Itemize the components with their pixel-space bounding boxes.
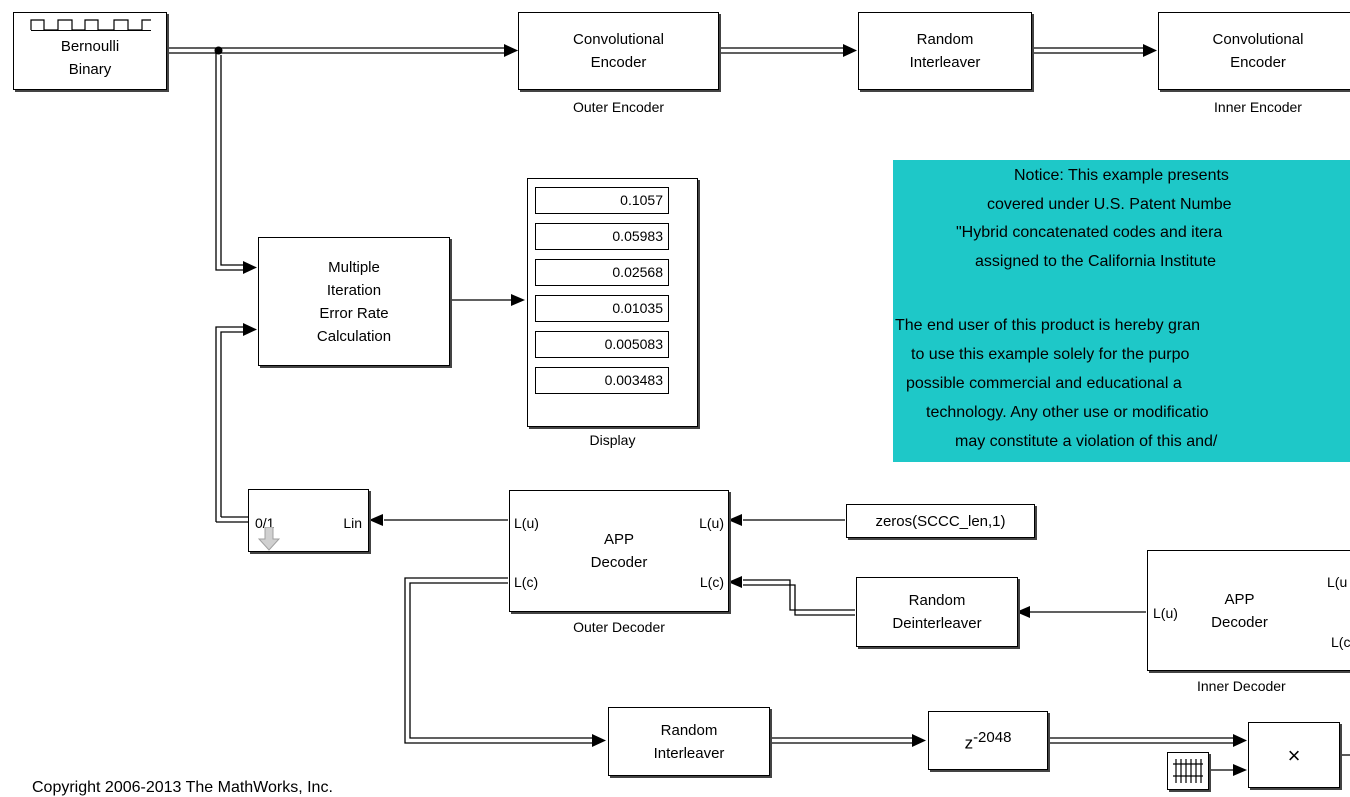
bernoulli-binary-block[interactable]: Bernoulli Binary <box>13 12 167 90</box>
display-value: 0.01035 <box>535 295 669 322</box>
block-text: Bernoulli <box>60 38 120 55</box>
product-block[interactable]: × <box>1248 722 1340 788</box>
outer-decoder-label: Outer Decoder <box>573 619 665 635</box>
inner-encoder-block[interactable]: Convolutional Encoder <box>1158 12 1350 90</box>
down-arrow-icon <box>258 527 280 551</box>
matrix-source-icon <box>1173 759 1203 783</box>
notice-line: assigned to the California Institute <box>975 253 1217 270</box>
output-port-lc: L(c) <box>699 574 724 590</box>
random-deinterleaver-block[interactable]: Random Deinterleaver <box>856 577 1018 647</box>
signal-source-block[interactable] <box>1167 752 1209 790</box>
block-text: Random <box>916 31 974 48</box>
notice-line: may constitute a violation of this and/ <box>955 433 1218 450</box>
display-block[interactable]: 0.1057 0.05983 0.02568 0.01035 0.005083 … <box>527 178 698 427</box>
output-port-lu: L(u) <box>699 515 724 531</box>
block-text: APP <box>603 531 634 548</box>
notice-line: possible commercial and educational a <box>906 375 1182 392</box>
zeros-constant-block[interactable]: zeros(SCCC_len,1) <box>846 504 1035 538</box>
block-text: Random <box>660 721 718 739</box>
display-value: 0.003483 <box>535 367 669 394</box>
input-port-lu: L(u) <box>1153 605 1178 621</box>
block-text: Decoder <box>1211 613 1268 631</box>
inner-encoder-label: Inner Encoder <box>1214 99 1302 115</box>
block-text: Deinterleaver <box>892 615 982 632</box>
multiply-icon: × <box>1287 742 1301 768</box>
pulse-train-icon <box>30 19 151 31</box>
delay-base: z <box>964 733 974 753</box>
patent-notice-annotation: Notice: This example presents covered un… <box>893 160 1350 462</box>
notice-line: "Hybrid concatenated codes and itera <box>956 224 1223 241</box>
output-port-label: Lin <box>343 515 362 531</box>
delay-exponent: -2048 <box>973 729 1012 747</box>
copyright-text: Copyright 2006-2013 The MathWorks, Inc. <box>32 779 333 796</box>
block-text: Encoder <box>1230 54 1286 71</box>
outer-encoder-label: Outer Encoder <box>572 99 665 115</box>
input-port-lu: L(u) <box>514 515 539 531</box>
block-text: Multiple <box>328 258 380 276</box>
block-text: Interleaver <box>909 54 981 71</box>
random-interleaver-block[interactable]: Random Interleaver <box>858 12 1032 90</box>
block-text: Encoder <box>590 54 647 71</box>
display-value: 0.1057 <box>535 187 669 214</box>
notice-line: to use this example solely for the purpo <box>911 346 1190 363</box>
output-port-lc: L(c <box>1331 634 1350 650</box>
delay-text: z-2048 <box>965 726 1012 755</box>
outer-decoder-block[interactable]: APP Decoder L(u) L(c) L(u) L(c) <box>509 490 729 612</box>
notice-line: covered under U.S. Patent Numbe <box>987 196 1232 213</box>
outer-encoder-block[interactable]: Convolutional Encoder <box>518 12 719 90</box>
display-value: 0.005083 <box>535 331 669 358</box>
notice-line: technology. Any other use or modificatio <box>926 404 1209 421</box>
block-text: Random <box>908 592 966 609</box>
hard-decision-block[interactable]: 0/1 Lin <box>248 489 369 552</box>
block-text: Decoder <box>590 554 648 571</box>
block-text: Convolutional <box>573 31 664 48</box>
inner-decoder-label: Inner Decoder <box>1197 678 1286 694</box>
display-value: 0.02568 <box>535 259 669 286</box>
constant-text: zeros(SCCC_len,1) <box>875 512 1006 530</box>
notice-line: The end user of this product is hereby g… <box>895 317 1201 334</box>
block-text: Iteration <box>326 281 382 299</box>
block-text: Binary <box>68 61 112 78</box>
inner-decoder-block[interactable]: APP Decoder L(u) L(u L(c <box>1147 550 1350 671</box>
display-value: 0.05983 <box>535 223 669 250</box>
block-text: Interleaver <box>653 744 725 762</box>
output-port-lu: L(u <box>1327 574 1348 590</box>
notice-line: Notice: This example presents <box>1014 167 1229 184</box>
display-label: Display <box>589 432 636 448</box>
delay-block[interactable]: z-2048 <box>928 711 1048 770</box>
block-text: Calculation <box>316 327 392 345</box>
block-text: Convolutional <box>1212 31 1304 48</box>
error-rate-calculation-block[interactable]: Multiple Iteration Error Rate Calculatio… <box>258 237 450 366</box>
block-text: APP <box>1224 590 1255 608</box>
input-port-lc: L(c) <box>514 574 539 590</box>
random-interleaver-bottom-block[interactable]: Random Interleaver <box>608 707 770 776</box>
block-text: Error Rate <box>319 304 389 322</box>
